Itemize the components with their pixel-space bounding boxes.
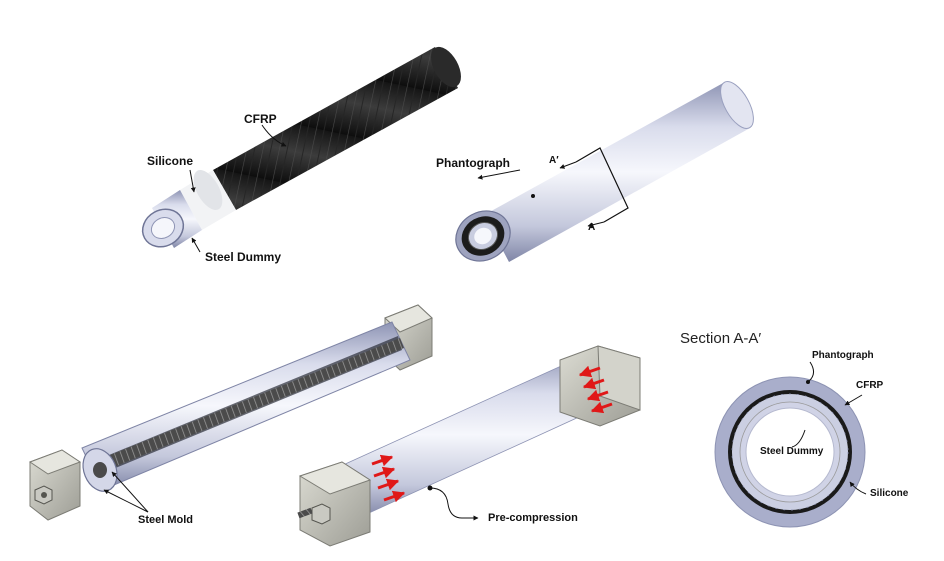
section-steel-dummy bbox=[745, 407, 835, 497]
threaded-rod bbox=[88, 338, 404, 476]
cross-section bbox=[714, 361, 867, 528]
cfrp-wrap bbox=[213, 47, 458, 210]
label-section-phantograph: Phantograph bbox=[812, 350, 874, 361]
compression-arrows-left bbox=[371, 454, 406, 503]
label-steel-mold: Steel Mold bbox=[138, 514, 194, 526]
label-a: A bbox=[588, 222, 596, 233]
phantograph-tube bbox=[484, 82, 750, 262]
phantograph-assembly bbox=[455, 81, 754, 262]
steel-mold-assembly bbox=[28, 304, 433, 521]
compression-arrows-right bbox=[578, 365, 613, 414]
label-section-silicone: Silicone bbox=[870, 488, 909, 499]
pre-compression-assembly bbox=[297, 345, 641, 547]
label-steel-dummy: Steel Dummy bbox=[205, 250, 282, 264]
label-cfrp: CFRP bbox=[244, 112, 277, 126]
cfrp-assembly bbox=[141, 46, 461, 253]
label-a-prime: A′ bbox=[549, 155, 559, 166]
section-cut-line bbox=[575, 147, 629, 223]
label-pre-compression: Pre-compression bbox=[488, 512, 578, 524]
label-phantograph: Phantograph bbox=[436, 156, 510, 170]
label-section-cfrp: CFRP bbox=[856, 380, 884, 391]
label-silicone: Silicone bbox=[147, 154, 194, 168]
section-title: Section A-A′ bbox=[680, 330, 762, 347]
label-section-steel-dummy: Steel Dummy bbox=[760, 446, 824, 457]
